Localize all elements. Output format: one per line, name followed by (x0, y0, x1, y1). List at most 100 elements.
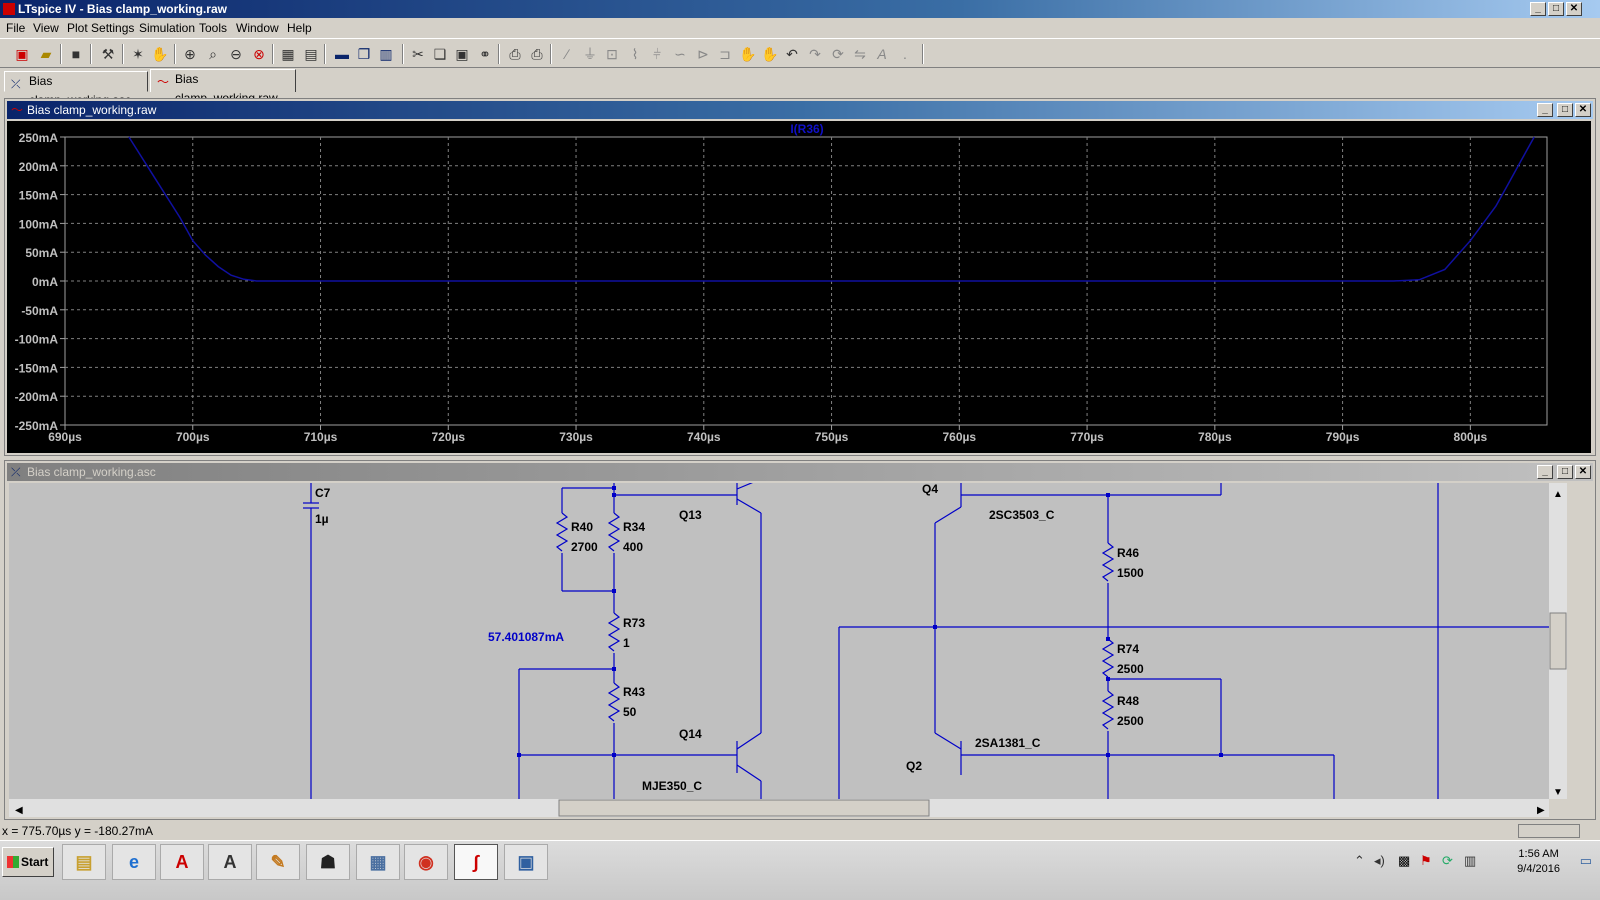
autocad-15-icon[interactable]: A (208, 844, 252, 880)
r40-label[interactable]: R40 (571, 520, 593, 534)
q2-model[interactable]: 2SA1381_C (975, 736, 1041, 750)
r74-value[interactable]: 2500 (1117, 662, 1144, 676)
r43-label[interactable]: R43 (623, 685, 645, 699)
find-binoculars-icon[interactable]: ⚭ (479, 46, 491, 62)
menu-view[interactable]: View (33, 21, 59, 35)
autorange-icon[interactable]: ▦ (281, 46, 295, 62)
minimize-button[interactable]: _ (1530, 2, 1546, 16)
diode-icon[interactable]: ⊳ (697, 46, 709, 62)
scroll-down-icon[interactable]: ▼ (1553, 787, 1563, 798)
remote-desktop-icon[interactable]: ▣ (504, 844, 548, 880)
close-button[interactable]: ✕ (1566, 2, 1582, 16)
system-clock[interactable]: 1:56 AM 9/4/2016 (1517, 847, 1560, 877)
rotate-icon[interactable]: ⟳ (832, 46, 844, 62)
cascade-icon[interactable]: ❐ (357, 46, 371, 62)
capacitor-icon[interactable]: ⫩ (652, 46, 662, 62)
move-hand-icon[interactable]: ✋ (739, 46, 757, 62)
vertical-scroll-thumb[interactable] (1549, 612, 1567, 670)
sync-icon[interactable]: ⟳ (1442, 853, 1453, 868)
ground-icon[interactable]: ⏚ (583, 46, 597, 62)
resistor-icon[interactable]: ⌇ (631, 46, 639, 62)
inductor-icon[interactable]: ∽ (674, 46, 686, 62)
menu-help[interactable]: Help (287, 21, 312, 35)
volume-icon[interactable]: ◂) (1374, 853, 1385, 868)
ltspice-icon[interactable]: ∫ (454, 844, 498, 880)
internet-explorer-icon[interactable]: e (112, 844, 156, 880)
probe-current-readout[interactable]: 57.401087mA (488, 630, 564, 644)
schematic-minimize-button[interactable]: _ (1537, 465, 1553, 479)
plot-pane-icon[interactable]: ▤ (304, 46, 318, 62)
text-icon[interactable]: A (877, 46, 887, 62)
file-explorer-icon[interactable]: ▤ (62, 844, 106, 880)
q14-model[interactable]: MJE350_C (642, 779, 702, 793)
undo-icon[interactable]: ↶ (786, 46, 798, 62)
paint-icon[interactable]: ✎ (256, 844, 300, 880)
r46-value[interactable]: 1500 (1117, 566, 1144, 580)
trace-i-r36[interactable] (128, 136, 1535, 282)
schematic-maximize-button[interactable]: □ (1557, 465, 1573, 479)
cut-icon[interactable]: ✂ (412, 46, 424, 62)
tile-vertical-icon[interactable]: ▥ (379, 46, 393, 62)
waveform-minimize-button[interactable]: _ (1537, 103, 1553, 117)
tray-expand-icon[interactable]: ⌃ (1354, 853, 1365, 868)
q2-label[interactable]: Q2 (906, 759, 922, 773)
spice-directive-icon[interactable]: . (903, 46, 907, 62)
tab-waveform[interactable]: 〜 Bias clamp_working.raw (150, 69, 296, 105)
schematic-canvas[interactable]: C7 1µ R40 2700 R34 400 Q13 R73 1 57.4010… (9, 483, 1593, 817)
menu-tools[interactable]: Tools (199, 21, 228, 35)
start-button[interactable]: Start (2, 847, 54, 877)
zoom-fit-icon[interactable]: ⊗ (253, 46, 265, 62)
show-desktop-icon[interactable]: ▭ (1579, 853, 1592, 868)
component-icon[interactable]: ⊐ (719, 46, 731, 62)
maximize-button[interactable]: □ (1548, 2, 1564, 16)
r46-label[interactable]: R46 (1117, 546, 1139, 560)
save-icon[interactable]: ■ (71, 46, 81, 62)
q4-label[interactable]: Q4 (922, 483, 938, 496)
schematic-close-button[interactable]: ✕ (1575, 465, 1591, 479)
menu-window[interactable]: Window (236, 21, 279, 35)
tray-app-icon[interactable]: ▩ (1398, 853, 1411, 868)
scroll-up-icon[interactable]: ▲ (1553, 489, 1563, 500)
chrome-icon[interactable]: ◉ (404, 844, 448, 880)
zoom-out-icon[interactable]: ⊖ (230, 46, 242, 62)
alien-icon[interactable]: ☗ (306, 844, 350, 880)
c7-label[interactable]: C7 (315, 486, 331, 500)
control-panel-icon[interactable]: ⚒ (101, 46, 115, 62)
autocad-icon[interactable]: A (160, 844, 204, 880)
menu-plot-settings[interactable]: Plot Settings (67, 21, 135, 35)
mirror-icon[interactable]: ⇋ (854, 46, 866, 62)
r73-label[interactable]: R73 (623, 616, 645, 630)
trace-label[interactable]: I(R36) (790, 122, 823, 136)
pan-hand-icon[interactable]: ✋ (151, 46, 169, 62)
tile-horizontal-icon[interactable]: ▬ (335, 46, 349, 62)
menu-file[interactable]: File (6, 21, 26, 35)
waveform-close-button[interactable]: ✕ (1575, 103, 1591, 117)
waveform-maximize-button[interactable]: □ (1557, 103, 1573, 117)
run-icon[interactable]: ✶ (132, 46, 144, 62)
tab-schematic[interactable]: ⤫ Bias clamp_working.asc (4, 71, 148, 107)
r48-value[interactable]: 2500 (1117, 714, 1144, 728)
label-net-icon[interactable]: ⊡ (606, 46, 618, 62)
zoom-area-icon[interactable]: ⌕ (209, 46, 217, 62)
calculator-icon[interactable]: ▦ (356, 844, 400, 880)
drag-hand-icon[interactable]: ✋ (761, 46, 779, 62)
paste-icon[interactable]: ▣ (455, 46, 469, 62)
r34-label[interactable]: R34 (623, 520, 645, 534)
zoom-in-icon[interactable]: ⊕ (184, 46, 196, 62)
r74-label[interactable]: R74 (1117, 642, 1139, 656)
network-icon[interactable]: ▥ (1464, 853, 1477, 868)
r48-label[interactable]: R48 (1117, 694, 1139, 708)
redo-icon[interactable]: ↷ (809, 46, 821, 62)
r40-value[interactable]: 2700 (571, 540, 598, 554)
r34-value[interactable]: 400 (623, 540, 643, 554)
horizontal-scroll-thumb[interactable] (558, 799, 930, 817)
c7-value[interactable]: 1µ (315, 512, 329, 526)
q13-label[interactable]: Q13 (679, 508, 702, 522)
menu-simulation[interactable]: Simulation (139, 21, 196, 35)
r43-value[interactable]: 50 (623, 705, 637, 719)
new-schematic-icon[interactable]: ▣ (15, 46, 29, 62)
q14-label[interactable]: Q14 (679, 727, 702, 741)
print-icon[interactable]: ⎙ (531, 46, 543, 62)
r73-value[interactable]: 1 (623, 636, 630, 650)
